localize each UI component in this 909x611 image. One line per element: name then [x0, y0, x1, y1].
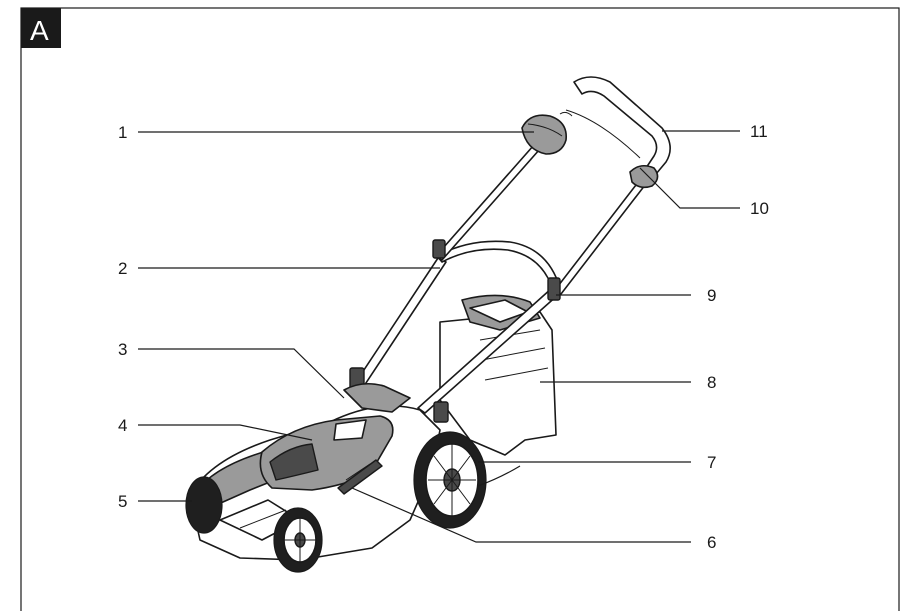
- callout-8: 8: [707, 373, 716, 392]
- figure-frame: [20, 7, 900, 611]
- callout-6: 6: [707, 533, 716, 552]
- callout-7: 7: [707, 453, 716, 472]
- power-switch: [343, 382, 411, 413]
- callout-9: 9: [707, 286, 716, 305]
- figure-badge-box: [21, 8, 61, 48]
- mower-illustration: [185, 76, 671, 573]
- start-button-assembly: [565, 109, 659, 189]
- callout-1: 1: [118, 123, 127, 142]
- callout-10: 10: [750, 199, 769, 218]
- rear-wheel: [413, 431, 487, 529]
- figure-badge-label: A: [30, 15, 49, 46]
- callout-3: 3: [118, 340, 127, 359]
- top-handlebar: [573, 76, 671, 175]
- safety-lever: [521, 111, 573, 155]
- callout-labels: 1 2 3 4 5 6 7 8 9 10 11: [118, 122, 769, 552]
- callout-4: 4: [118, 416, 127, 435]
- callout-5: 5: [118, 492, 127, 511]
- front-wheels: [185, 476, 323, 573]
- callout-2: 2: [118, 259, 127, 278]
- callout-11: 11: [750, 122, 768, 141]
- height-adjust-lever: [337, 459, 383, 495]
- callout-leader-lines: [138, 130, 740, 543]
